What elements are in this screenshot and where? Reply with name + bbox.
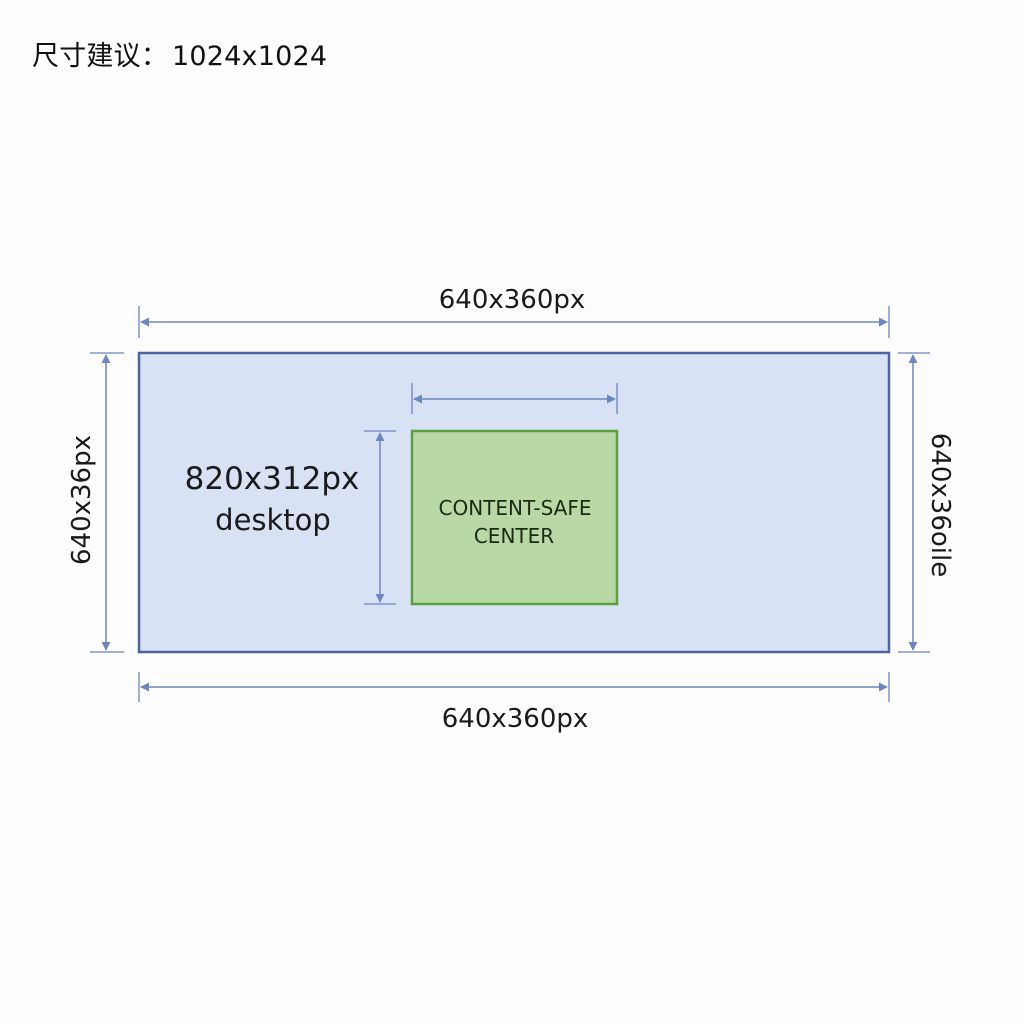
safe-zone-label-line2: CENTER — [474, 524, 554, 548]
left-dimension: 640x36px — [67, 352, 124, 653]
safe-height-dimension — [364, 430, 396, 605]
right-dimension-label: 640x36oile — [925, 433, 955, 577]
heading-value: 1024x1024 — [172, 41, 328, 72]
desktop-size-label: 820x312px — [185, 461, 360, 497]
right-dimension: 640x36oile — [898, 352, 955, 653]
bottom-dimension-label: 640x360px — [442, 704, 589, 734]
heading-separator: ： — [140, 41, 169, 72]
safe-zone-label-line1: CONTENT-SAFE — [439, 496, 592, 520]
content-safe-box — [410, 429, 619, 606]
bottom-dimension: 640x360px — [138, 672, 890, 734]
top-dimension: 640x360px — [138, 285, 890, 338]
left-dimension-label: 640x36px — [67, 435, 97, 565]
size-suggestion-heading: 尺寸建议：1024x1024 — [32, 34, 327, 73]
desktop-label: desktop — [215, 503, 331, 537]
top-dimension-label: 640x360px — [439, 285, 586, 315]
safe-width-dimension — [411, 383, 618, 414]
heading-label: 尺寸建议 — [32, 41, 141, 72]
